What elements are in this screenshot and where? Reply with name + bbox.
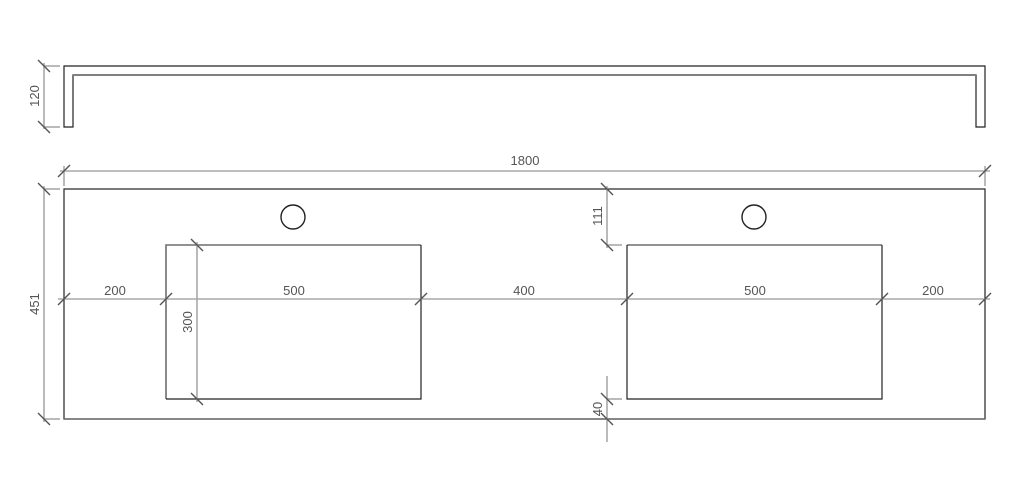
width-dimension-1800: 1800 [57, 153, 992, 186]
basin-depth-label: 300 [180, 311, 195, 333]
side-profile-outline [63, 65, 986, 128]
top-view [63, 188, 986, 420]
segment-label-left-basin: 500 [283, 283, 305, 298]
basin-left-outline [165, 244, 421, 399]
horizontal-chain-dimension: 200 500 400 500 200 [57, 283, 992, 306]
overall-width-label: 1800 [511, 153, 540, 168]
countertop-outline [63, 188, 986, 420]
tap-offset-dimension-111: 111 [590, 182, 622, 252]
segment-label-left-margin: 200 [104, 283, 126, 298]
tap-offset-label: 111 [590, 206, 605, 226]
tap-hole-left [280, 204, 306, 230]
front-offset-label: 40 [590, 402, 605, 416]
segment-label-center-gap: 400 [513, 283, 535, 298]
segment-label-right-basin: 500 [744, 283, 766, 298]
tap-hole-right [741, 204, 767, 230]
segment-label-right-margin: 200 [922, 283, 944, 298]
basin-left-outline-dark [166, 245, 422, 400]
side-height-label: 120 [27, 85, 42, 107]
overall-depth-label: 451 [27, 293, 42, 315]
height-dimension-120: 120 [27, 59, 60, 134]
side-view: 120 [27, 59, 986, 134]
depth-dimension-451: 451 [27, 182, 60, 426]
front-offset-dimension-40: 40 [590, 376, 622, 442]
basin-depth-dimension-300: 300 [180, 238, 204, 406]
basin-right-outline-dark [626, 245, 883, 400]
